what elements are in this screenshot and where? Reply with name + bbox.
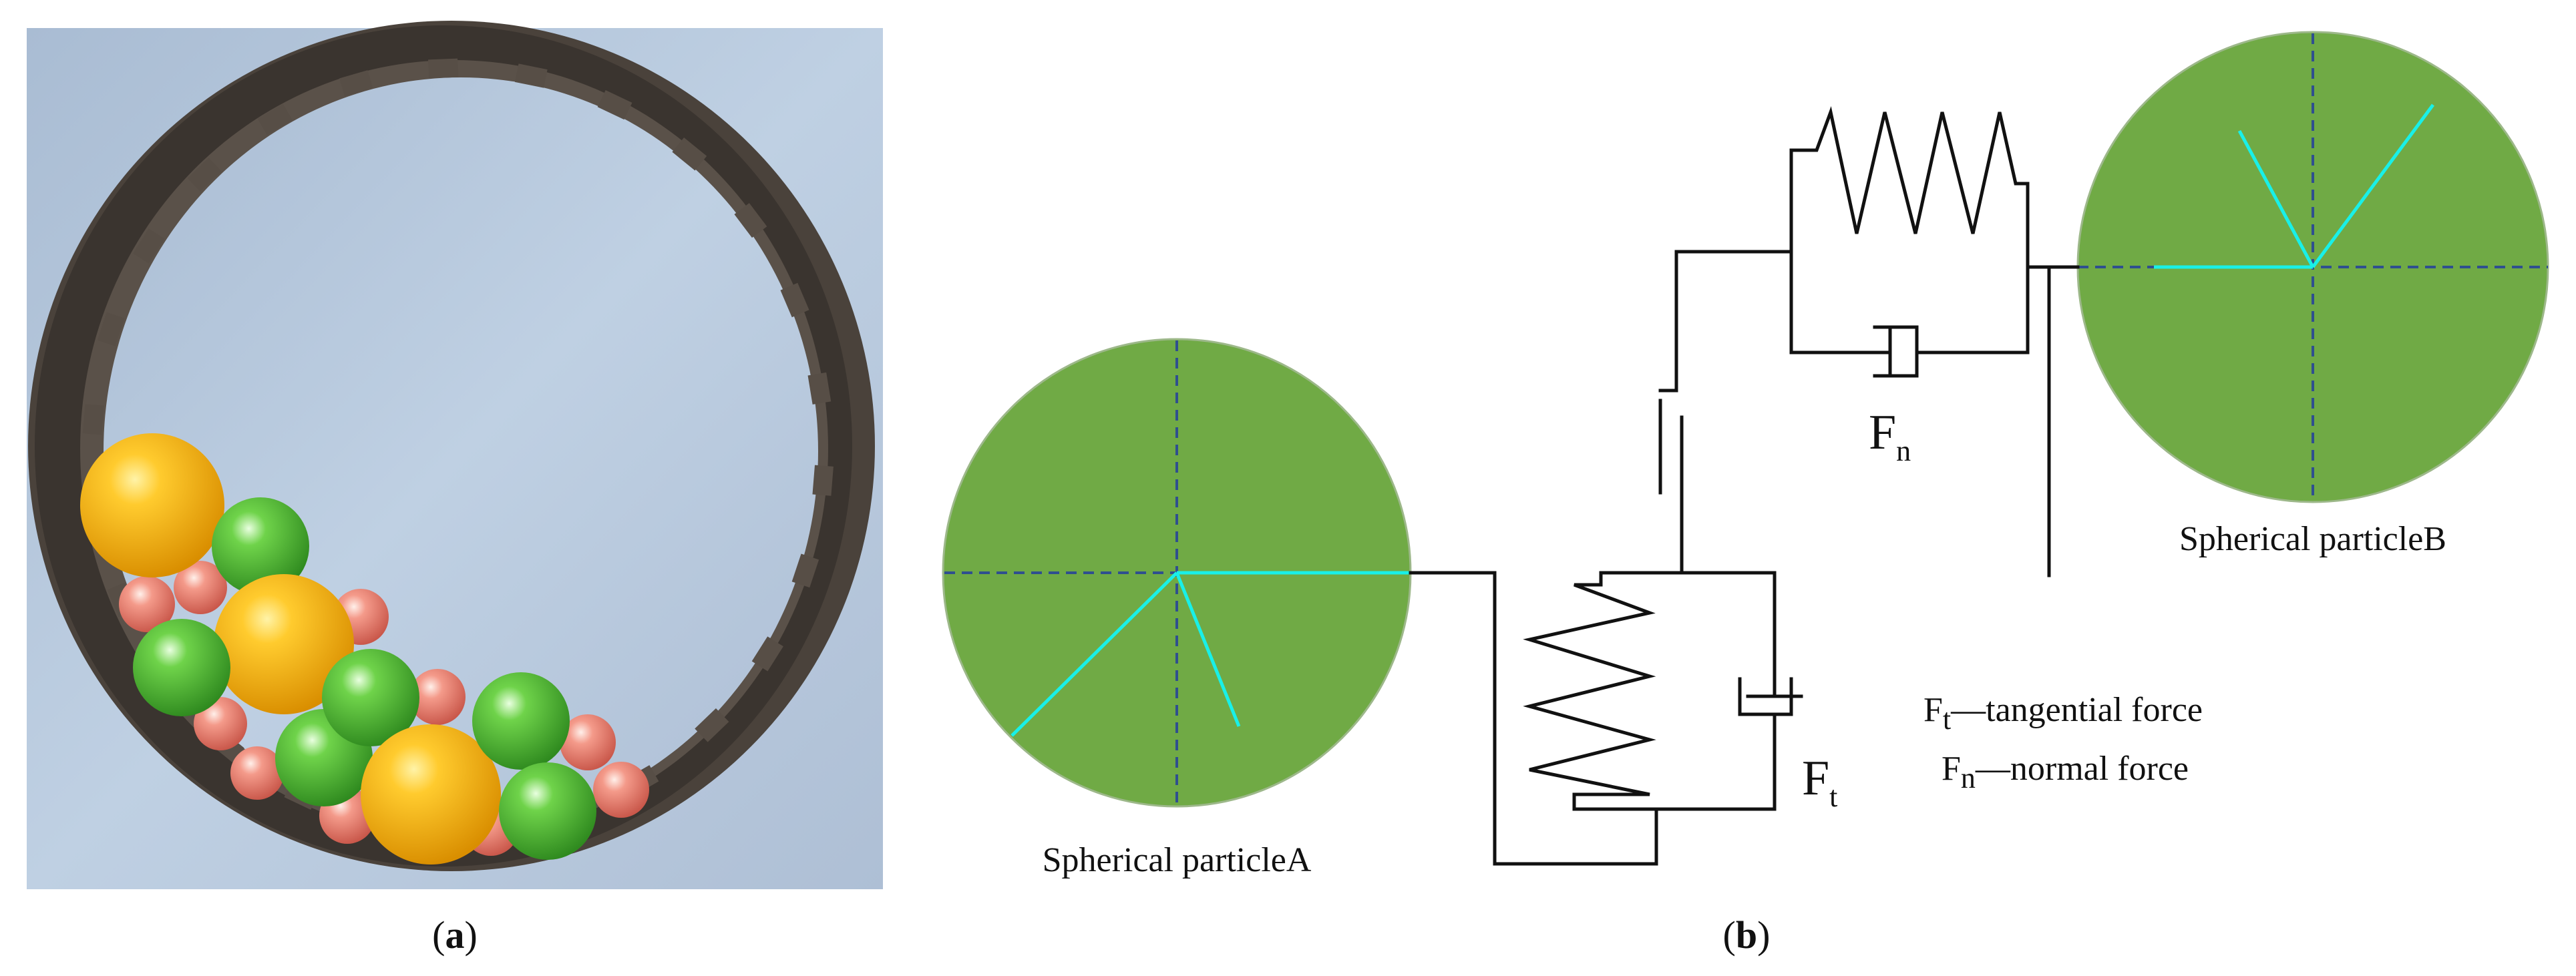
particle-a (942, 338, 1412, 808)
ring-tooth (807, 372, 832, 405)
normal-contact-model (1789, 106, 2080, 577)
ring-tooth (780, 282, 809, 318)
small-ball (119, 576, 175, 632)
ring-tooth (133, 228, 165, 264)
legend-normal: Fn—normal force (1942, 750, 2189, 794)
ring-tooth (514, 63, 548, 88)
tangential-force-label: Ft (1802, 751, 1837, 813)
particle-b-label: Spherical particleB (2179, 520, 2446, 558)
ring-tooth (695, 708, 729, 742)
normal-force-label: Fn (1869, 405, 1911, 467)
medium-ball (133, 619, 230, 716)
slider-upper (1674, 250, 1793, 393)
particle-b-radius-upper-left (2237, 130, 2315, 268)
wire-tangential-top (1599, 571, 1777, 681)
small-ball (593, 762, 649, 818)
wire-normal-frame-right (1931, 182, 2030, 354)
ring-teeth (83, 58, 834, 842)
wire-normal-frame-left (1789, 148, 1892, 354)
medium-ball (322, 649, 419, 746)
large-ball (361, 724, 501, 865)
wire-particle-a-link (1409, 571, 1658, 866)
force-legend: Ft—tangential force Fn—normal force (1923, 691, 2203, 794)
medium-ball (212, 497, 309, 595)
legend-tangential: Ft—tangential force (1923, 691, 2203, 736)
ring-tooth (187, 158, 222, 192)
medium-ball (499, 762, 596, 860)
small-ball (560, 714, 616, 770)
small-ball (174, 561, 227, 614)
ring-tooth (791, 553, 819, 588)
particle-a-label: Spherical particleA (1043, 841, 1312, 879)
ring-tooth (597, 90, 632, 120)
panel-b-caption: (b) (1723, 913, 1771, 957)
slider-link (1658, 250, 1793, 575)
ring-tooth (83, 404, 104, 435)
small-ball (230, 746, 284, 800)
ring-tooth (97, 312, 125, 346)
grinding-balls (80, 433, 649, 865)
particle-b-radius-upper-right (2311, 103, 2435, 268)
ring-tooth (339, 70, 373, 97)
small-ball (409, 669, 466, 725)
ring-tooth (751, 636, 783, 672)
medium-ball (472, 672, 570, 770)
particle-a-radius-lower (1175, 572, 1241, 727)
tangential-contact-model (1409, 571, 1803, 866)
small-ball (194, 697, 247, 750)
particle-b (2076, 31, 2549, 503)
panel-a: (a) (27, 21, 883, 957)
ring-tooth (812, 465, 834, 496)
panel-b: Spherical particleA Spherical particleB … (942, 31, 2549, 957)
tangential-spring (1523, 571, 1656, 811)
ring-tooth (734, 203, 767, 238)
ring-tooth (257, 103, 293, 135)
large-ball (214, 574, 354, 714)
ring-tooth (428, 58, 459, 79)
ring-tooth (672, 137, 707, 171)
particle-a-radius-lower-left (1010, 571, 1178, 737)
panel-a-caption: (a) (432, 913, 478, 957)
wire-tangential-frame (1572, 730, 1777, 811)
normal-spring (1789, 106, 2030, 234)
large-ball (80, 433, 224, 577)
